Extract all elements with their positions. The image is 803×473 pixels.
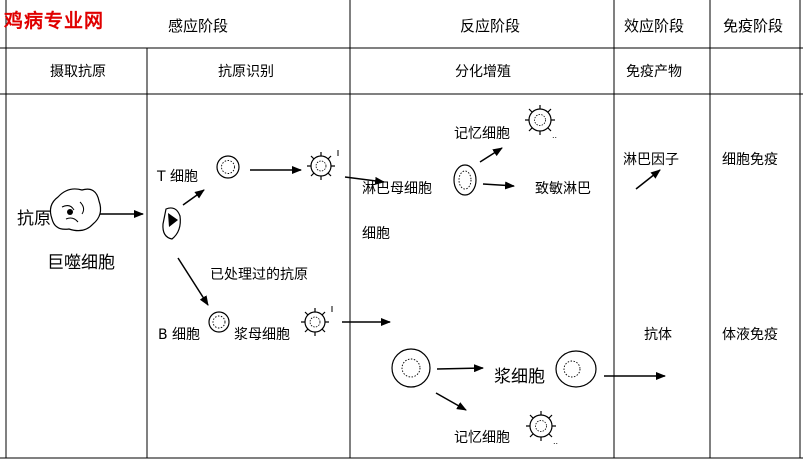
label-b-cell: B 细胞: [158, 327, 201, 343]
plasma-cell: [555, 350, 597, 388]
subheader-differentiation: 分化增殖: [455, 64, 511, 80]
arrow-to-memory-bottom: [435, 392, 467, 411]
svg-text:..: ..: [552, 131, 557, 140]
header-stage-reaction: 反应阶段: [460, 17, 521, 35]
header-stage-effector: 效应阶段: [624, 17, 685, 35]
arrows: [100, 147, 666, 411]
plasmablast-cell: [301, 306, 333, 336]
label-t-cell: T 细胞: [157, 169, 199, 185]
table-grid: [0, 0, 803, 459]
arrow-activated-t-to-lymphoblast: [344, 176, 385, 185]
label-memory-cell-bottom: 记忆细胞: [454, 430, 510, 446]
label-plasma-cell: 浆细胞: [494, 367, 545, 387]
t-cell: [216, 155, 240, 179]
arrow-to-t-cell: [182, 189, 205, 206]
label-lymphoblast: 淋巴母细胞: [362, 181, 432, 197]
label-memory-cell-top: 记忆细胞: [454, 126, 510, 142]
memory-cell-top: ..: [525, 105, 557, 140]
label-lymphokine: 淋巴因子: [623, 152, 679, 168]
header-stage-immunity: 免疫阶段: [723, 17, 784, 35]
arrow-lymphoblast-to-memory: [479, 147, 503, 163]
header-stage-induction: 感应阶段: [168, 17, 229, 35]
b-cell: [208, 311, 230, 333]
label-sensitized-lymph: 致敏淋巴: [535, 181, 591, 197]
subheader-immune-products: 免疫产物: [626, 64, 682, 80]
lymphoblast-cell: [453, 164, 477, 196]
svg-text:..: ..: [553, 437, 558, 446]
label-antigen: 抗原: [17, 209, 51, 229]
label-plasmablast: 浆母细胞: [234, 327, 290, 343]
arrow-lymphoblast-to-sensitized: [482, 181, 515, 190]
arrow-to-lymphokine: [635, 169, 661, 190]
label-lymphoblast-cell: 细胞: [362, 226, 390, 242]
arrow-to-processed-antigen: [177, 257, 209, 306]
label-humoral-immunity: 体液免疫: [722, 327, 778, 343]
memory-cell-bottom: ..: [526, 411, 558, 446]
label-cellular-immunity: 细胞免疫: [722, 152, 778, 168]
activated-t-cell: [307, 150, 339, 180]
antigen-presenting-cell: [162, 207, 181, 240]
label-antibody: 抗体: [644, 327, 672, 343]
subheader-antigen-recognition: 抗原识别: [218, 64, 274, 80]
label-processed-antigen: 已处理过的抗原: [210, 267, 308, 283]
b-proliferating-cell: [391, 348, 431, 388]
label-macrophage: 巨噬细胞: [47, 253, 115, 273]
watermark-logo: 鸡病专业网: [4, 10, 105, 32]
subheader-antigen-uptake: 摄取抗原: [50, 64, 106, 80]
arrow-to-plasma-cell: [436, 364, 484, 373]
macrophage-cell: [49, 188, 102, 232]
